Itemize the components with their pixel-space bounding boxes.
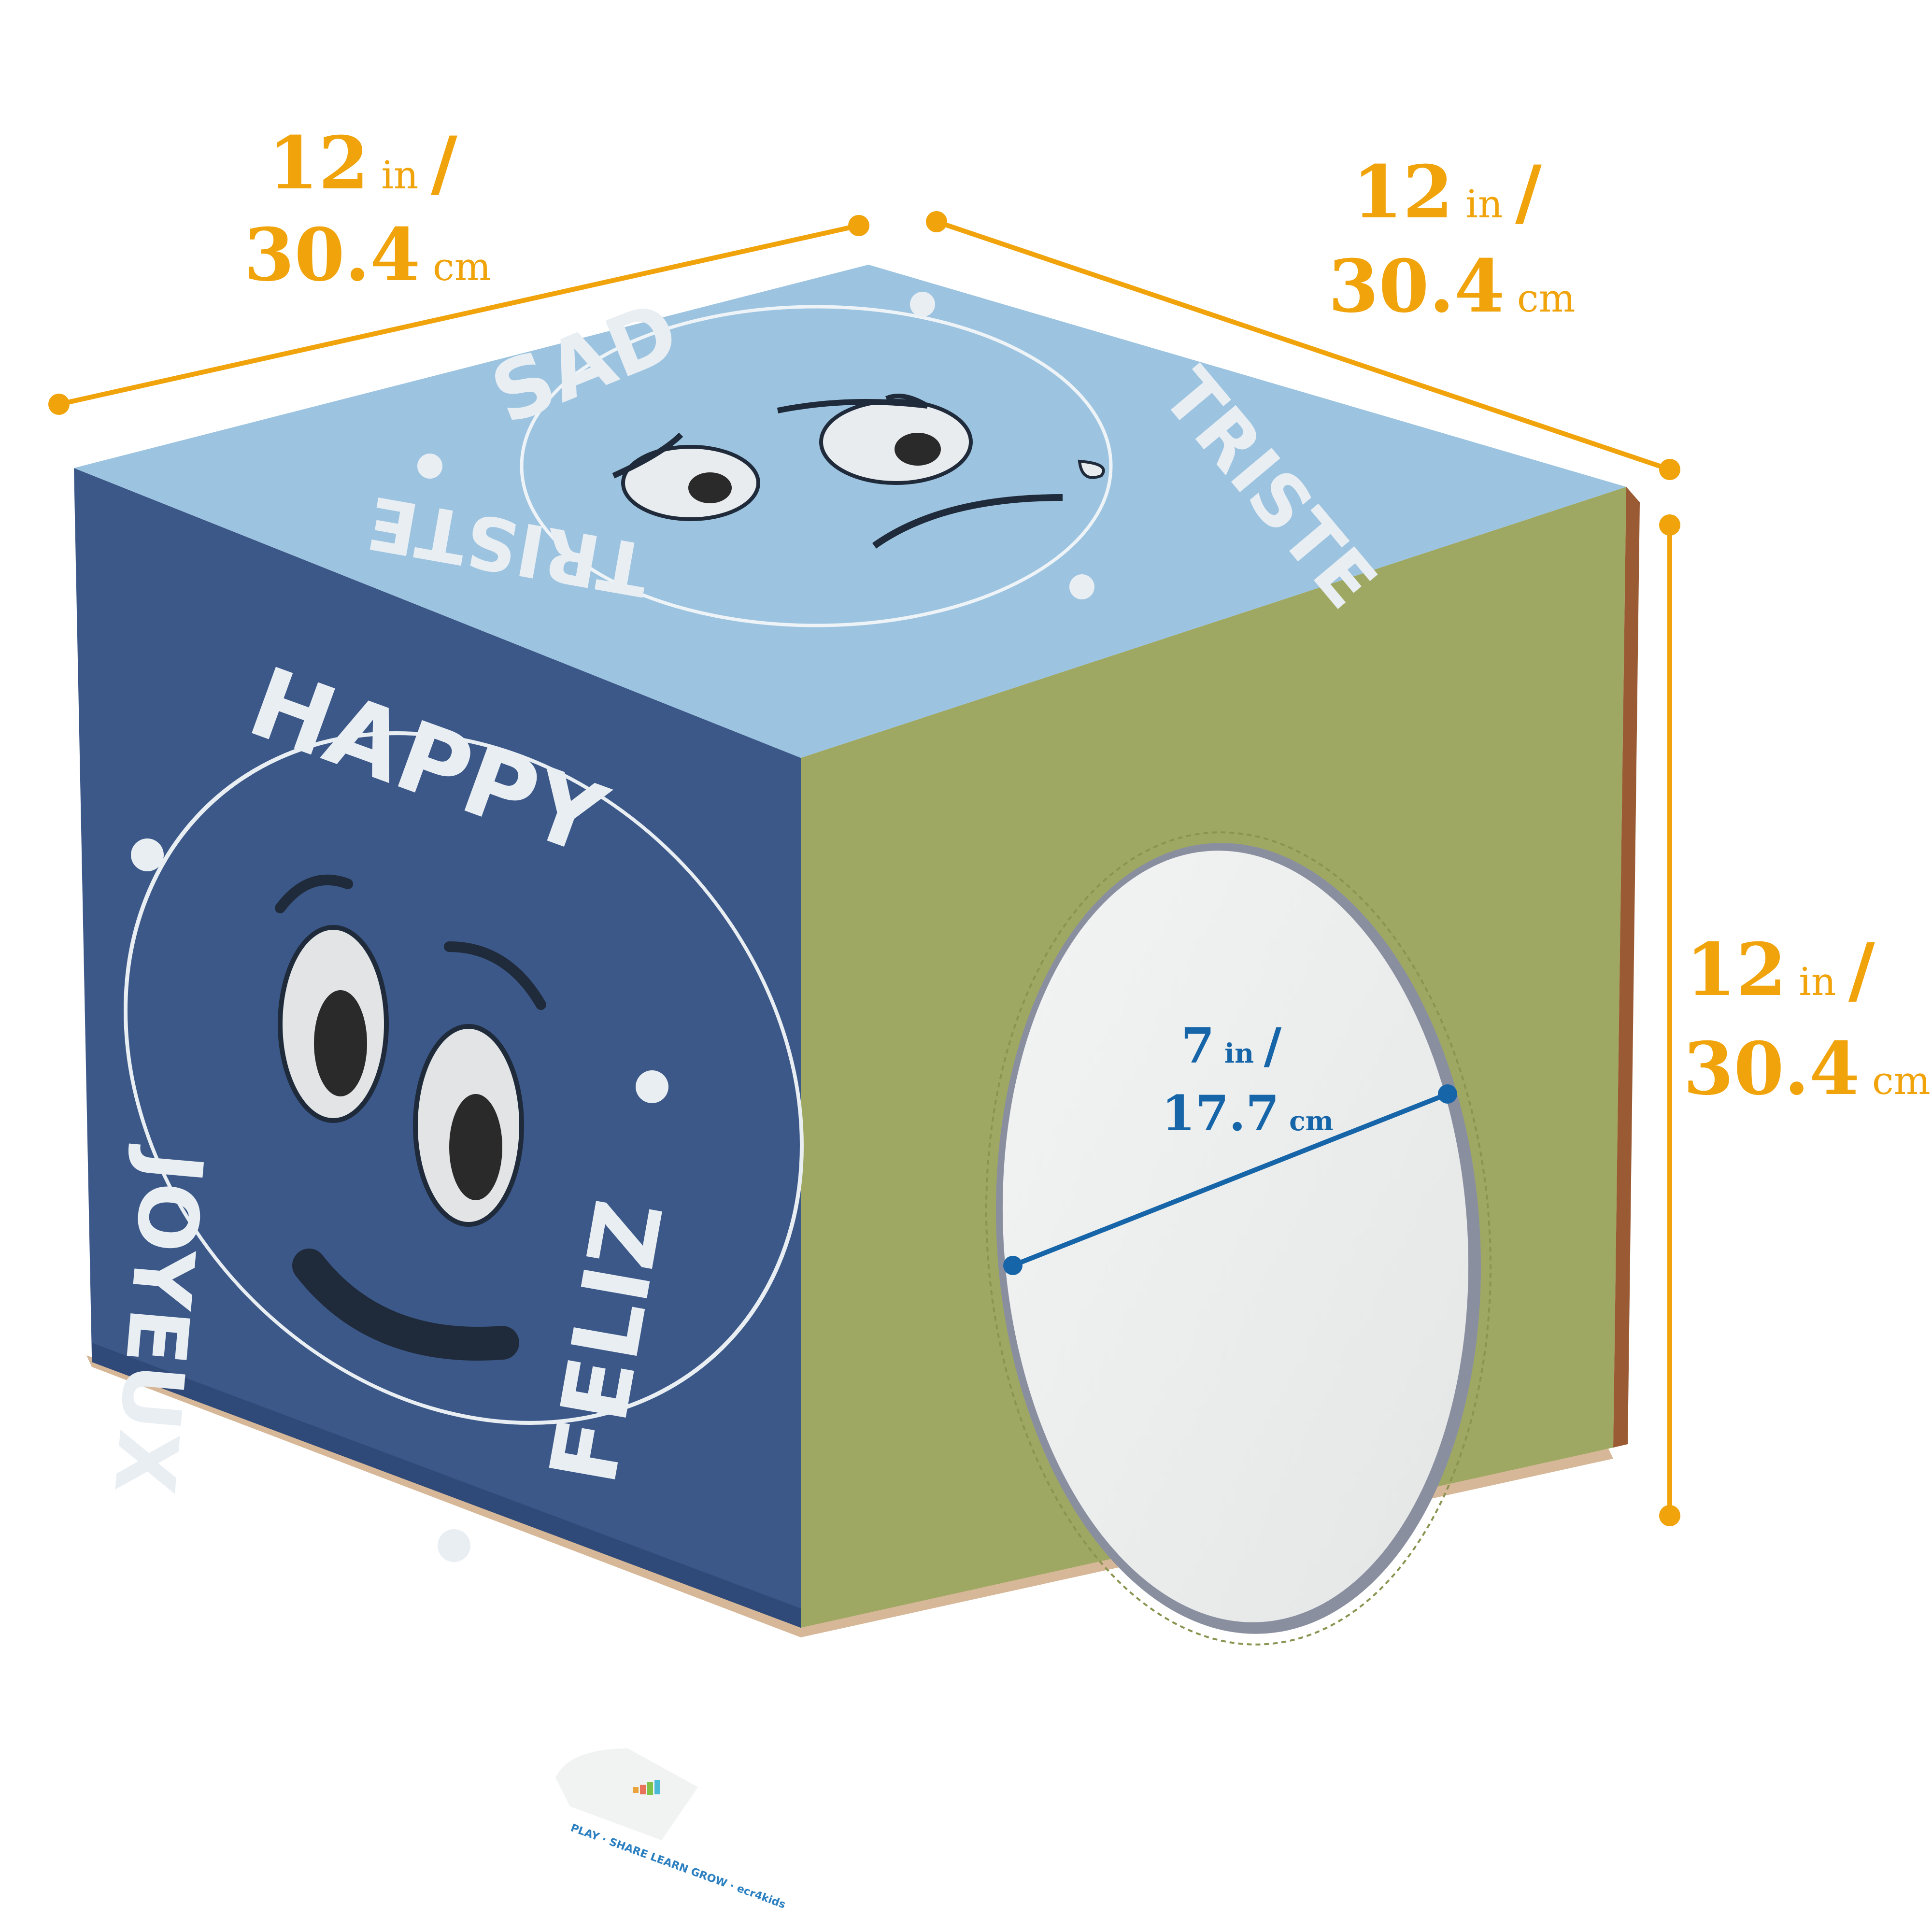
cube-front-face: HAPPY FELIZ JOYEUX [74,468,804,1628]
mirror-inch-unit: in [1224,1037,1254,1069]
height-inches: 12 [1686,927,1787,1012]
depth-inch-unit: in [1465,182,1503,227]
svg-text:12 in /: 12 in / [268,121,457,206]
svg-text:7 in /: 7 in / [1181,1017,1282,1074]
dimension-depth-label: 12 in / 30.4 cm [1328,150,1576,329]
svg-text:30.4 cm: 30.4 cm [1328,244,1576,329]
width-inches: 12 [268,121,369,206]
cube-right-face [801,487,1640,1646]
width-cm: 30.4 [244,213,420,298]
sad-face-ring [520,305,1113,627]
height-cm-unit: cm [1872,1058,1931,1103]
width-cm-unit: cm [433,244,491,289]
cube-top-face: SAD TRISTE TRISTE [74,265,1626,758]
happy-face-ring [124,731,804,1425]
height-inch-unit: in [1799,959,1836,1004]
depth-cm: 30.4 [1328,244,1505,329]
svg-text:30.4 cm: 30.4 cm [1683,1026,1931,1111]
dimension-width-line [48,215,869,415]
depth-cm-unit: cm [1517,276,1576,321]
tag-text: PLAY · SHARE LEARN GROW · ecr4kids [569,1822,787,1911]
svg-text:12 in /: 12 in / [1352,150,1542,235]
dimension-mirror-label: 7 in / 17.7 cm [1162,1017,1334,1142]
width-separator: / [431,121,457,206]
mirror-cm: 17.7 [1162,1085,1279,1142]
svg-text:30.4 cm: 30.4 cm [244,213,491,298]
depth-inches: 12 [1352,150,1453,235]
svg-text:12 in /: 12 in / [1686,927,1875,1012]
width-inch-unit: in [381,153,418,198]
dimension-width-label: 12 in / 30.4 cm [244,121,491,298]
height-separator: / [1848,927,1875,1012]
dimension-height-line [1659,514,1680,1526]
height-cm: 30.4 [1683,1026,1860,1111]
mirror-cm-unit: cm [1289,1105,1334,1136]
svg-text:17.7 cm: 17.7 cm [1162,1085,1334,1142]
brand-tag: PLAY · SHARE LEARN GROW · ecr4kids [555,1748,787,1911]
mirror-separator: / [1264,1017,1282,1074]
dimension-depth-line [926,211,1680,480]
dimension-height-label: 12 in / 30.4 cm [1683,927,1931,1111]
depth-separator: / [1515,150,1542,235]
dimension-mirror-line [1003,1084,1457,1275]
mirror-inches: 7 [1181,1017,1215,1074]
